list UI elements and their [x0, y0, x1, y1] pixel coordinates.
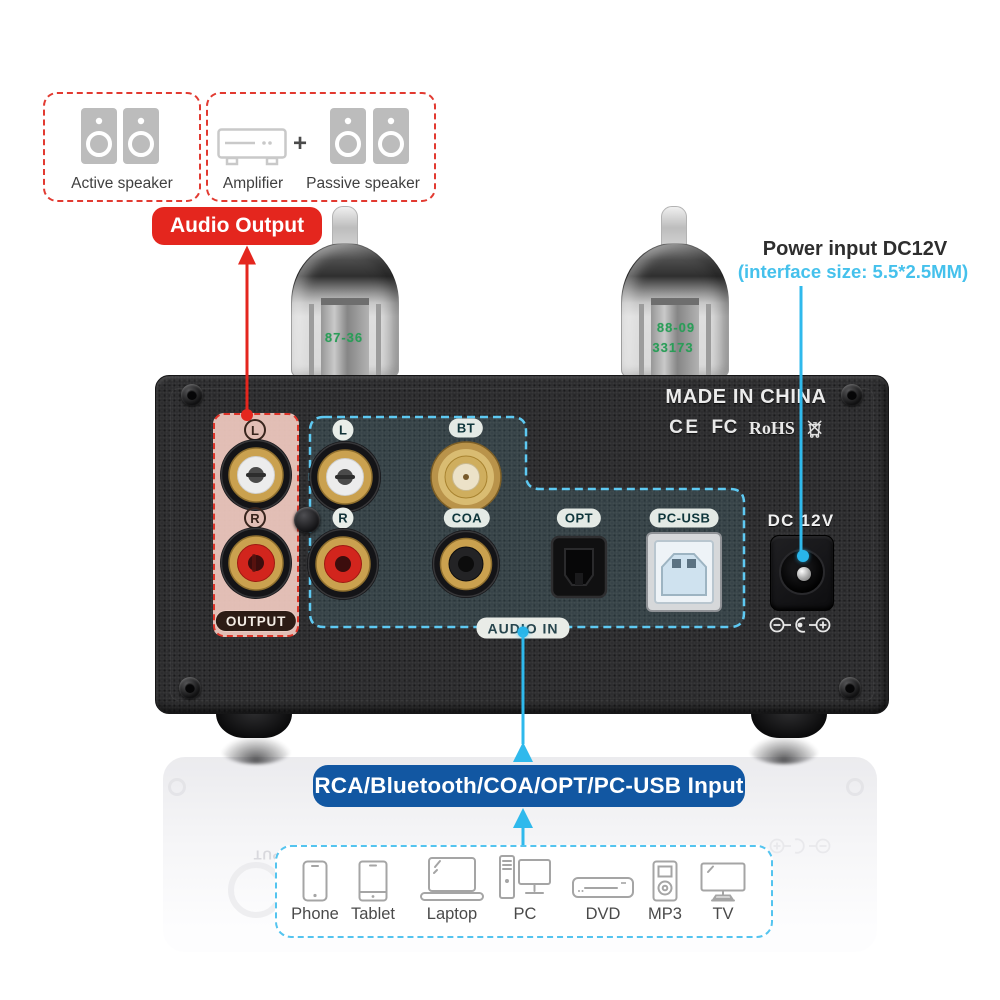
device-pc: PC	[493, 854, 557, 924]
speaker-icon	[373, 108, 409, 164]
device-label: Laptop	[426, 905, 478, 923]
usb-b-port	[646, 532, 722, 612]
panel-screw	[294, 507, 320, 533]
tube-rod	[706, 304, 711, 376]
speaker-icon	[330, 108, 366, 164]
vacuum-tube-right	[621, 243, 729, 379]
amplifier-icon	[217, 128, 287, 166]
blue-annotation-dot	[797, 550, 809, 562]
fcc-mark: FC	[711, 417, 738, 438]
coaxial-jack	[432, 530, 500, 598]
device-label: DVD	[585, 905, 621, 923]
device-tablet: Tablet	[341, 854, 405, 924]
polarity-symbol	[769, 617, 831, 633]
red-arrowhead-up	[238, 245, 256, 265]
active-speaker-label: Active speaker	[71, 175, 173, 192]
audio-output-badge: Audio Output	[152, 207, 322, 245]
rca-input-right-jack	[307, 528, 379, 600]
amplifier-label: Amplifier	[222, 175, 284, 192]
audio-in-dot	[517, 626, 529, 638]
device-dvd: DVD	[567, 854, 639, 924]
device-laptop: Laptop	[410, 854, 494, 924]
active-speaker-box: Active speaker	[43, 92, 201, 202]
polarity-symbol-reflection	[769, 838, 831, 854]
tube-marking-right-1: 88-09	[656, 320, 696, 335]
certification-row: CE FC RoHS	[669, 417, 823, 439]
bluetooth-label: BT	[448, 418, 484, 438]
device-label: TV	[712, 905, 734, 923]
optical-label: OPT	[556, 508, 602, 528]
tube-plates	[321, 298, 369, 378]
device-label: PC	[513, 905, 537, 923]
foot-reflection-right	[749, 737, 819, 764]
corner-screw	[841, 384, 863, 406]
mp3-player-icon	[633, 854, 697, 902]
laptop-icon	[410, 854, 494, 902]
tube-rod	[309, 304, 314, 376]
cyan-line-lower	[521, 824, 525, 848]
plus-sign: +	[293, 130, 308, 157]
optical-toslink-port	[550, 535, 608, 599]
rca-output-right-jack	[220, 527, 292, 599]
screw-reflection-left	[168, 778, 186, 796]
bluetooth-antenna-connector	[430, 441, 502, 513]
dc-jack-pin	[797, 567, 811, 581]
phone-icon	[283, 854, 347, 902]
cyan-arrowhead-upper	[513, 742, 533, 762]
device-phone: Phone	[283, 854, 347, 924]
vacuum-tube-left	[291, 243, 399, 379]
tube-marking-left: 87-36	[324, 330, 364, 345]
tube-rod	[376, 304, 381, 376]
foot-reflection-left	[221, 737, 291, 764]
passive-speaker-label: Passive speaker	[306, 175, 420, 192]
device-tv: TV	[691, 854, 755, 924]
made-in-china-text: MADE IN CHINA	[665, 386, 827, 408]
tube-rod	[639, 304, 644, 376]
weee-bin-icon	[807, 419, 822, 438]
interface-size-text: (interface size: 5.5*2.5MM)	[737, 261, 969, 282]
speaker-icon	[81, 108, 117, 164]
corner-screw	[179, 677, 201, 699]
screw-reflection-right	[846, 778, 864, 796]
speaker-icon	[123, 108, 159, 164]
coaxial-label: COA	[443, 508, 491, 528]
output-zone-label: OUTPUT	[215, 611, 297, 631]
corner-screw	[839, 677, 861, 699]
amplifier-passive-speaker-box: + Amplifier Passive speaker	[206, 92, 436, 202]
device-label: Tablet	[350, 905, 396, 923]
tablet-icon	[341, 854, 405, 902]
tv-icon	[691, 854, 755, 902]
device-label: MP3	[648, 905, 682, 923]
red-annotation-line	[245, 262, 249, 413]
dvd-icon	[567, 854, 639, 902]
pc-icon	[493, 854, 557, 902]
rohs-mark: RoHS	[748, 417, 795, 438]
blue-annotation-line	[799, 286, 803, 552]
usb-label: PC-USB	[649, 508, 719, 528]
ce-mark: CE	[669, 417, 701, 438]
device-mp3: MP3	[633, 854, 697, 924]
cyan-line-upper	[521, 634, 525, 744]
corner-screw	[181, 384, 203, 406]
rca-output-left-jack	[220, 439, 292, 511]
input-sources-badge: RCA/Bluetooth/COA/OPT/PC-USB Input	[313, 765, 745, 807]
device-label: Phone	[291, 905, 339, 923]
audio-in-zone	[308, 415, 746, 629]
tube-plates	[651, 298, 699, 378]
tube-marking-right-2: 33173	[652, 340, 694, 355]
input-right-channel-label: R	[332, 507, 354, 529]
power-input-text: Power input DC12V	[762, 238, 948, 260]
red-annotation-dot	[241, 409, 253, 421]
rca-input-left-jack	[309, 441, 381, 513]
cyan-arrowhead-lower	[513, 808, 533, 828]
input-left-channel-label: L	[332, 419, 354, 441]
